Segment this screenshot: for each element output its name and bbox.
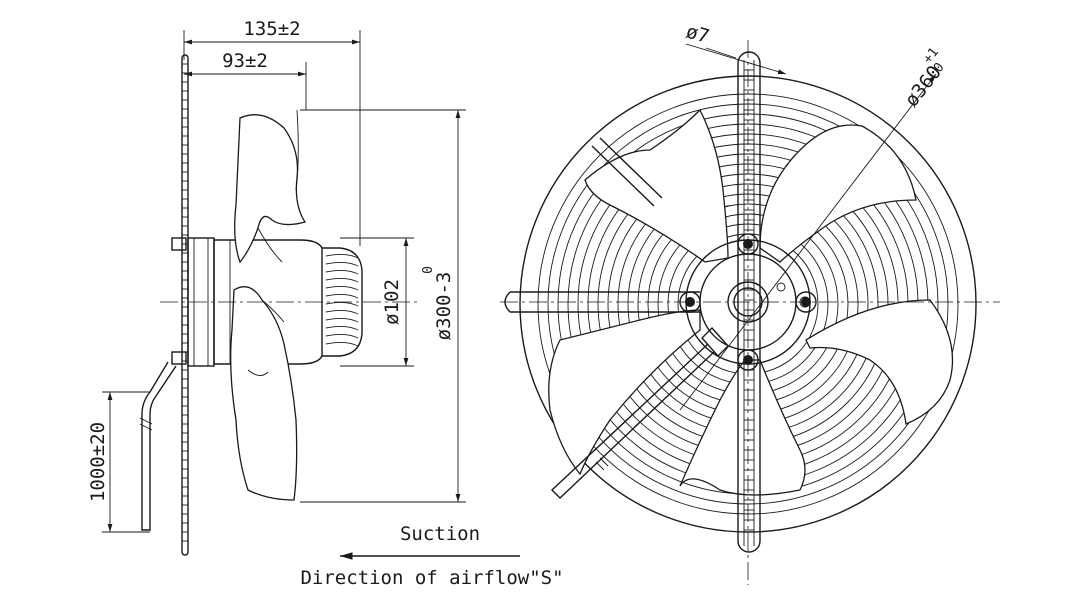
blade-front-5 [584, 108, 729, 263]
motor-fin [325, 309, 359, 315]
side-view: 135±2 93±2 ø102 ø300-3 0 1000±20 Suction… [87, 18, 564, 589]
motor-fin [325, 285, 359, 291]
guard-wire-ticks [182, 63, 188, 542]
mount-bolt-top [171, 237, 187, 251]
mount-bolt-bottom [171, 351, 187, 365]
dim-blade-depth: 93±2 [222, 50, 268, 72]
blade-front-1 [759, 124, 917, 263]
guard-frame-side [181, 54, 189, 556]
blade-front-2 [805, 299, 954, 425]
blade-front-4 [548, 309, 701, 476]
motor-fin [325, 261, 359, 267]
front-view: ø360 +1 0 ø7 [500, 21, 1000, 585]
dim-motor-diameter: ø102 [381, 279, 403, 325]
motor-fin [325, 341, 359, 347]
suction-label: Suction [400, 523, 480, 545]
dim-blade-diameter: ø300-3 [433, 272, 455, 341]
motor-fin-lines [325, 253, 359, 347]
motor-fin [325, 293, 359, 299]
blade-lower-side [230, 286, 298, 501]
motor-fin [325, 333, 359, 339]
motor-fin [325, 325, 359, 331]
fan-blades-front [548, 108, 954, 496]
cable-front [701, 326, 729, 358]
motor-fin [325, 317, 359, 323]
motor-fins [322, 247, 363, 357]
blade-front-3 [679, 359, 806, 496]
motor-fin [325, 277, 359, 283]
motor-fin [325, 269, 359, 275]
cable-side [141, 361, 177, 531]
ground-symbol [776, 282, 786, 292]
dim-blade-diameter-tol: 0 [421, 266, 436, 274]
motor-fin [325, 253, 359, 259]
motor-fin [325, 301, 359, 307]
dim-overall-depth: 135±2 [243, 18, 300, 40]
blade-upper-side [234, 114, 307, 264]
dim-cable-length: 1000±20 [87, 422, 109, 502]
dim-mount-hole: ø7 [684, 21, 712, 48]
airflow-label: Direction of airflow"S" [300, 567, 563, 589]
guard-strut-top-left [591, 137, 663, 207]
